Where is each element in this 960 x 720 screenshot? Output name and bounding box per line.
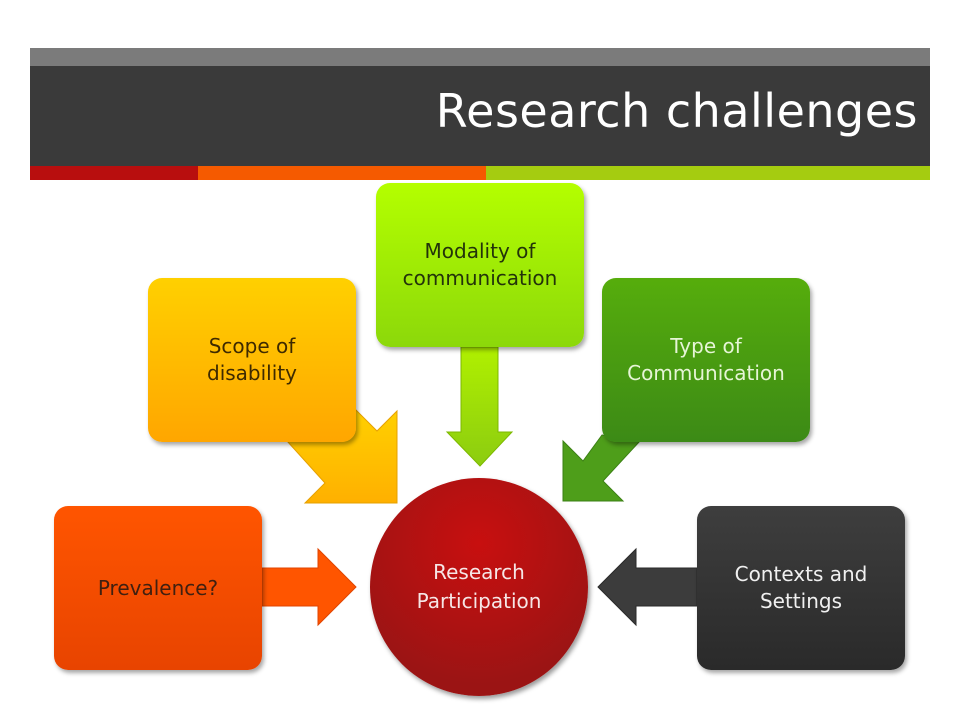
title-bar: Research challenges: [30, 66, 930, 166]
node-text-line: Modality of: [424, 239, 536, 263]
node-text-line: Contexts and: [734, 562, 868, 586]
node-text-line: Scope of: [208, 334, 296, 358]
accent-bar-green: [486, 166, 930, 180]
node-text-line: Prevalence?: [97, 575, 219, 600]
center-text-line: Research: [433, 560, 525, 584]
arrow-contexts: [597, 547, 698, 627]
node-type-of-communication: Type of Communication: [602, 278, 810, 442]
header-top-strip: [30, 48, 930, 66]
node-text-line: disability: [207, 361, 297, 385]
accent-bar-orange: [198, 166, 486, 180]
node-text-line: Type of: [670, 334, 742, 358]
arrow-prevalence: [261, 547, 357, 627]
arrow-scope: [285, 409, 398, 504]
arrow-modality: [445, 346, 514, 467]
arrow-type: [562, 434, 642, 502]
center-research-participation: Research Participation: [370, 478, 588, 696]
node-prevalence: Prevalence?: [54, 506, 262, 670]
node-text-line: Communication: [627, 361, 785, 385]
slide-title: Research challenges: [435, 84, 918, 138]
node-text-line: Settings: [759, 589, 842, 613]
node-text-line: communication: [402, 266, 558, 290]
center-text-line: Participation: [416, 589, 542, 613]
accent-bar-red: [30, 166, 198, 180]
node-contexts-and-settings: Contexts and Settings: [697, 506, 905, 670]
node-scope-of-disability: Scope of disability: [148, 278, 356, 442]
node-modality-of-communication: Modality of communication: [376, 183, 584, 347]
